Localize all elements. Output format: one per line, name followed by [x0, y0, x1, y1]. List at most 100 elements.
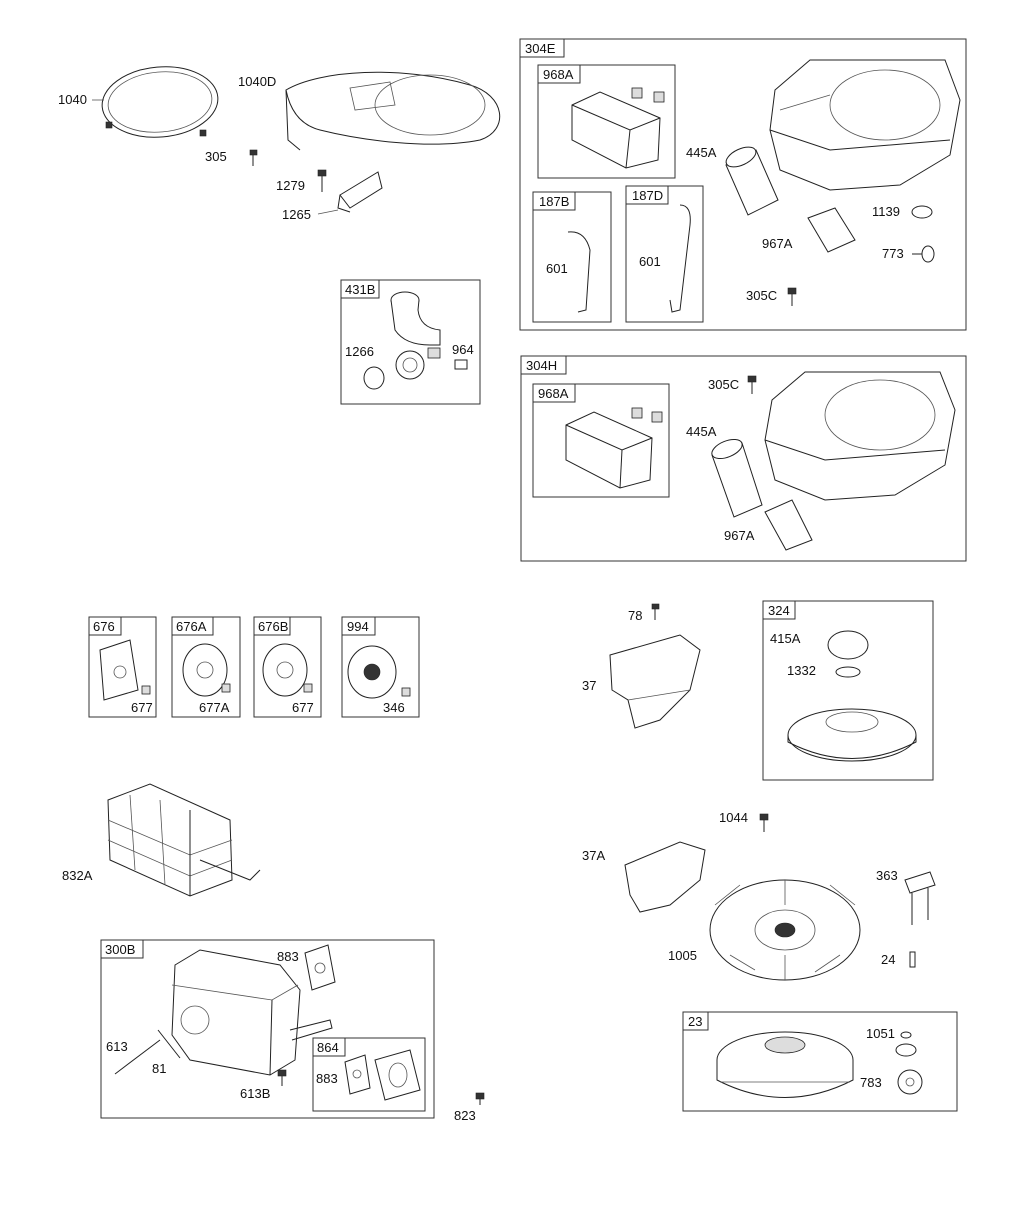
- label-967A-2: 967A: [724, 528, 755, 543]
- label-1051: 1051: [866, 1026, 895, 1041]
- plate-part-676A: [182, 643, 231, 697]
- screw-part-823: [475, 1092, 485, 1105]
- bracket-part-1265: [337, 171, 383, 213]
- flywheel-part-1005: [709, 879, 861, 981]
- box-304H: [520, 355, 967, 562]
- label-305C-1: 305C: [746, 288, 777, 303]
- washer-part-1332: [835, 666, 861, 678]
- screen-part-324: [787, 708, 917, 762]
- label-677-2: 677: [292, 700, 314, 715]
- bolt-part-1279: [317, 169, 327, 192]
- cover-part-968A-1: [571, 87, 665, 169]
- label-305: 305: [205, 149, 227, 164]
- tube-part-187B: [567, 231, 591, 313]
- box-label-864: 864: [317, 1040, 339, 1055]
- label-883-1: 883: [277, 949, 299, 964]
- clutch-part-363: [904, 871, 936, 925]
- label-37A: 37A: [582, 848, 605, 863]
- screw-part-305C-1: [787, 287, 797, 306]
- label-1044: 1044: [719, 810, 748, 825]
- washer-part-1139: [911, 205, 933, 219]
- box-187D: [625, 185, 704, 323]
- cap-part-415A: [827, 630, 869, 660]
- prefilter-part-967A-2: [764, 499, 813, 551]
- screw-part-305: [249, 149, 258, 166]
- prefilter-part-967A-1: [807, 207, 856, 253]
- label-445A-1: 445A: [686, 145, 717, 160]
- label-967A-1: 967A: [762, 236, 793, 251]
- box-676: [88, 616, 157, 718]
- box-23: [682, 1011, 958, 1112]
- label-832A: 832A: [62, 868, 93, 883]
- label-363: 363: [876, 868, 898, 883]
- guard-part-37: [609, 634, 701, 729]
- box-300B: [100, 939, 435, 1119]
- label-613: 613: [106, 1039, 128, 1054]
- box-431B: [340, 279, 481, 405]
- housing-part-304H: [764, 371, 956, 501]
- box-304E: [519, 38, 967, 331]
- label-1040: 1040: [58, 92, 87, 107]
- label-415A: 415A: [770, 631, 801, 646]
- elbow-part: [390, 291, 441, 380]
- label-37: 37: [582, 678, 596, 693]
- label-1040D: 1040D: [238, 74, 276, 89]
- box-968A-2: [532, 383, 670, 498]
- knob-part-773: [912, 245, 935, 263]
- label-78: 78: [628, 608, 642, 623]
- plate-part-676B: [262, 643, 313, 697]
- box-label-968A-2: 968A: [538, 386, 569, 401]
- ring-part-1040: [101, 66, 219, 138]
- nut-part-1051-small: [900, 1031, 912, 1039]
- label-24: 24: [881, 952, 895, 967]
- box-label-676B: 676B: [258, 619, 288, 634]
- box-label-187B: 187B: [539, 194, 569, 209]
- plate-part-994: [347, 645, 411, 699]
- box-label-431B: 431B: [345, 282, 375, 297]
- label-1139: 1139: [872, 204, 900, 219]
- label-1265: 1265: [282, 207, 311, 222]
- clip-part-964: [454, 359, 468, 370]
- filter-part-445A-1: [725, 146, 779, 216]
- box-label-324: 324: [768, 603, 790, 618]
- box-label-968A-1: 968A: [543, 67, 574, 82]
- key-part-24: [909, 951, 916, 968]
- box-994: [341, 616, 420, 718]
- guard-part-832A: [107, 783, 261, 897]
- plate-part-676: [99, 639, 151, 701]
- label-1332: 1332: [787, 663, 816, 678]
- label-1279: 1279: [276, 178, 305, 193]
- label-601-1: 601: [546, 261, 568, 276]
- gear-part-783: [897, 1069, 923, 1095]
- screw-part-1044: [759, 813, 769, 832]
- flywheel-part-23: [716, 1031, 854, 1098]
- label-601-2: 601: [639, 254, 661, 269]
- label-1005: 1005: [668, 948, 697, 963]
- tube-part-187D: [669, 204, 691, 313]
- oring-part-1266: [363, 366, 385, 390]
- label-677-1: 677: [131, 700, 153, 715]
- label-445A-2: 445A: [686, 424, 717, 439]
- box-label-304E: 304E: [525, 41, 556, 56]
- filter-part-445A-2: [711, 438, 763, 518]
- screw-part-305C-2: [747, 375, 757, 394]
- label-823: 823: [454, 1108, 476, 1123]
- bolt-part-613: [114, 1039, 161, 1075]
- nut-part-1051: [895, 1043, 917, 1057]
- cover-part-968A-2: [565, 407, 663, 489]
- label-773: 773: [882, 246, 904, 261]
- box-label-187D: 187D: [632, 188, 663, 203]
- lock-part-81: [157, 1029, 181, 1059]
- box-864: [312, 1037, 426, 1112]
- guard-part-37A: [624, 841, 706, 913]
- deflector-part-864: [374, 1049, 421, 1101]
- housing-part-304E: [769, 59, 961, 191]
- label-883-2: 883: [316, 1071, 338, 1086]
- label-81: 81: [152, 1061, 166, 1076]
- screw-part-78: [651, 603, 660, 620]
- label-613B: 613B: [240, 1086, 270, 1101]
- label-677A: 677A: [199, 700, 230, 715]
- box-label-304H: 304H: [526, 358, 557, 373]
- box-968A-1: [537, 64, 676, 179]
